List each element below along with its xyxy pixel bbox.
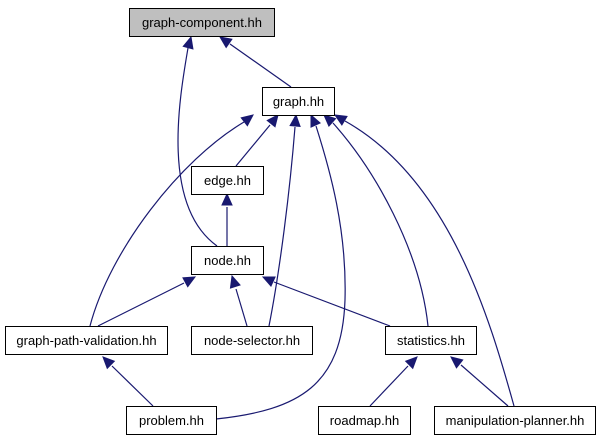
edge-line — [273, 281, 391, 327]
edge-line — [268, 126, 296, 327]
edge-problem-to-graph — [215, 113, 346, 420]
node-manipulation-planner[interactable]: manipulation-planner.hh — [434, 406, 596, 435]
edge-line — [369, 365, 409, 407]
node-label: manipulation-planner.hh — [446, 413, 585, 428]
node-label: graph-path-validation.hh — [16, 333, 156, 348]
edge-roadmap-to-statistics — [369, 356, 418, 407]
edge-graph-path-validation-to-graph — [89, 114, 254, 327]
arrowhead-icon — [229, 274, 241, 289]
node-node-selector[interactable]: node-selector.hh — [191, 326, 313, 355]
arrowhead-icon — [261, 276, 276, 288]
arrowhead-icon — [102, 356, 116, 370]
edge-line — [235, 288, 248, 327]
arrowhead-icon — [310, 113, 322, 128]
node-label: graph.hh — [273, 94, 324, 109]
edge-line — [97, 282, 185, 327]
edge-graph-path-validation-to-node — [97, 276, 197, 327]
edge-problem-to-graph-path-validation — [102, 356, 154, 407]
node-box — [434, 406, 596, 435]
node-box — [191, 326, 313, 355]
edge-node-selector-to-graph — [268, 113, 301, 327]
node-edge[interactable]: edge.hh — [191, 166, 264, 195]
arrowhead-icon — [333, 114, 348, 126]
node-statistics[interactable]: statistics.hh — [385, 326, 477, 355]
node-node[interactable]: node.hh — [191, 246, 264, 275]
node-box — [385, 326, 477, 355]
node-box — [5, 326, 168, 355]
node-label: node.hh — [204, 253, 251, 268]
node-box — [262, 87, 335, 116]
arrowhead-icon — [240, 114, 254, 127]
node-roadmap[interactable]: roadmap.hh — [318, 406, 411, 435]
node-graph-path-validation[interactable]: graph-path-validation.hh — [5, 326, 168, 355]
edge-line — [344, 120, 515, 407]
arrowhead-icon — [266, 114, 279, 128]
edge-graph-to-graph-component — [219, 36, 292, 88]
arrowhead-icon — [182, 35, 194, 50]
edge-node-selector-to-node — [229, 274, 248, 327]
nodes-layer: graph-component.hh graph.hh edge.hh node.hh… — [5, 8, 596, 435]
arrowhead-icon — [182, 276, 197, 288]
node-graph[interactable]: graph.hh — [262, 87, 335, 116]
edge-line — [215, 125, 346, 420]
edge-edge-to-graph — [235, 114, 279, 167]
node-label: edge.hh — [204, 173, 251, 188]
arrowhead-icon — [289, 113, 301, 127]
edge-line — [235, 124, 271, 167]
edges-layer — [89, 35, 515, 420]
node-problem[interactable]: problem.hh — [126, 406, 217, 435]
node-box — [191, 246, 264, 275]
arrowhead-icon — [450, 356, 464, 369]
node-box — [318, 406, 411, 435]
node-label: node-selector.hh — [204, 333, 300, 348]
edge-line — [177, 47, 218, 247]
node-label: roadmap.hh — [330, 413, 399, 428]
node-box — [129, 8, 275, 37]
arrowhead-icon — [219, 36, 233, 49]
edge-node-to-graph-component — [177, 35, 218, 247]
edge-line — [229, 43, 292, 88]
node-label: graph-component.hh — [142, 15, 262, 30]
edge-statistics-to-node — [261, 276, 391, 327]
edge-line — [460, 364, 509, 407]
edge-statistics-to-graph — [323, 114, 429, 327]
node-graph-component: graph-component.hh — [129, 8, 275, 37]
edge-node-to-edge — [221, 192, 233, 246]
node-box — [126, 406, 217, 435]
edge-manipulation-planner-to-graph — [333, 114, 515, 407]
arrowhead-icon — [323, 114, 337, 127]
node-label: statistics.hh — [397, 333, 465, 348]
edge-manipulation-planner-to-statistics — [450, 356, 509, 407]
arrowhead-icon — [404, 356, 418, 370]
edge-line — [111, 365, 154, 407]
edge-line — [332, 122, 429, 327]
node-label: problem.hh — [139, 413, 204, 428]
node-box — [191, 166, 264, 195]
edge-line — [89, 121, 245, 327]
arrowhead-icon — [221, 192, 233, 206]
